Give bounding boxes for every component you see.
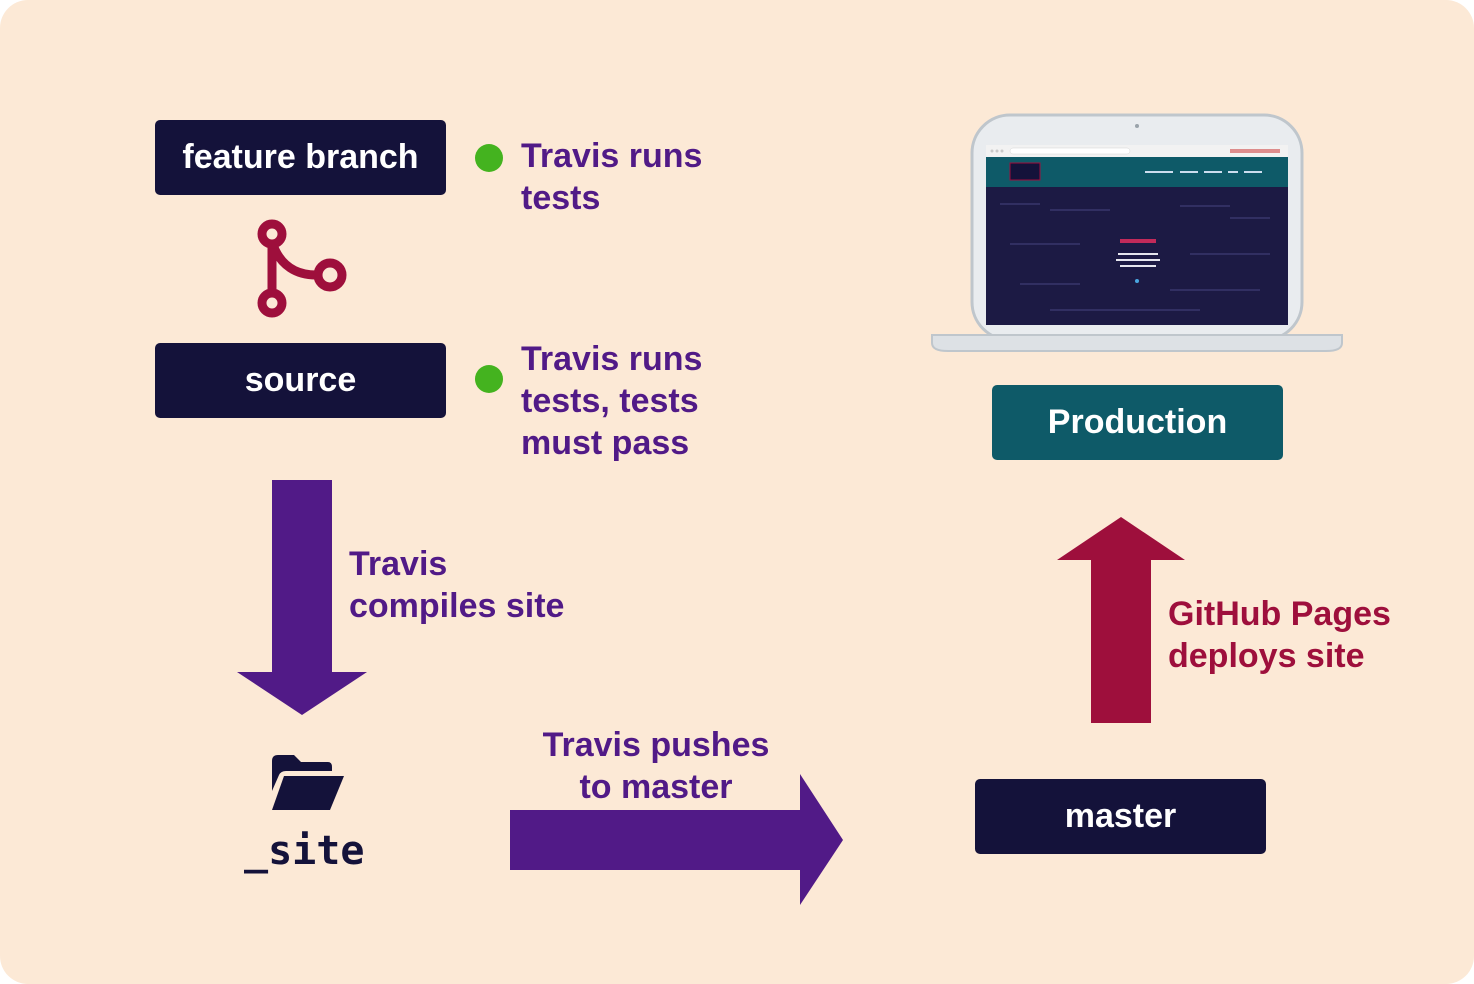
source-label: source — [244, 361, 357, 399]
compile-arrow — [237, 480, 367, 715]
compile-step-text: Travis compiles site — [349, 545, 565, 625]
feature-branch-node: feature branch — [155, 120, 446, 195]
push-arrow — [510, 774, 843, 905]
laptop-icon — [931, 113, 1343, 352]
push-step-text: Travis pushes to master — [542, 726, 770, 806]
master-label: master — [1064, 797, 1177, 835]
green-dot-icon — [475, 365, 503, 393]
source-node: source — [155, 343, 446, 418]
green-dot-icon — [475, 144, 503, 172]
git-branch-merge-icon — [257, 219, 347, 318]
production-label: Production — [1047, 403, 1228, 441]
open-folder-icon — [272, 755, 344, 810]
feature-branch-check-text: Travis runs tests — [521, 137, 703, 217]
feature-branch-label: feature branch — [182, 138, 419, 176]
deploy-step-text: GitHub Pages deploys site — [1168, 595, 1391, 675]
site-label: _site — [244, 828, 365, 874]
master-node: master — [975, 779, 1266, 854]
deploy-arrow — [1057, 517, 1185, 723]
production-node: Production — [992, 385, 1283, 460]
source-check-text: Travis runs tests, tests must pass — [521, 340, 703, 462]
